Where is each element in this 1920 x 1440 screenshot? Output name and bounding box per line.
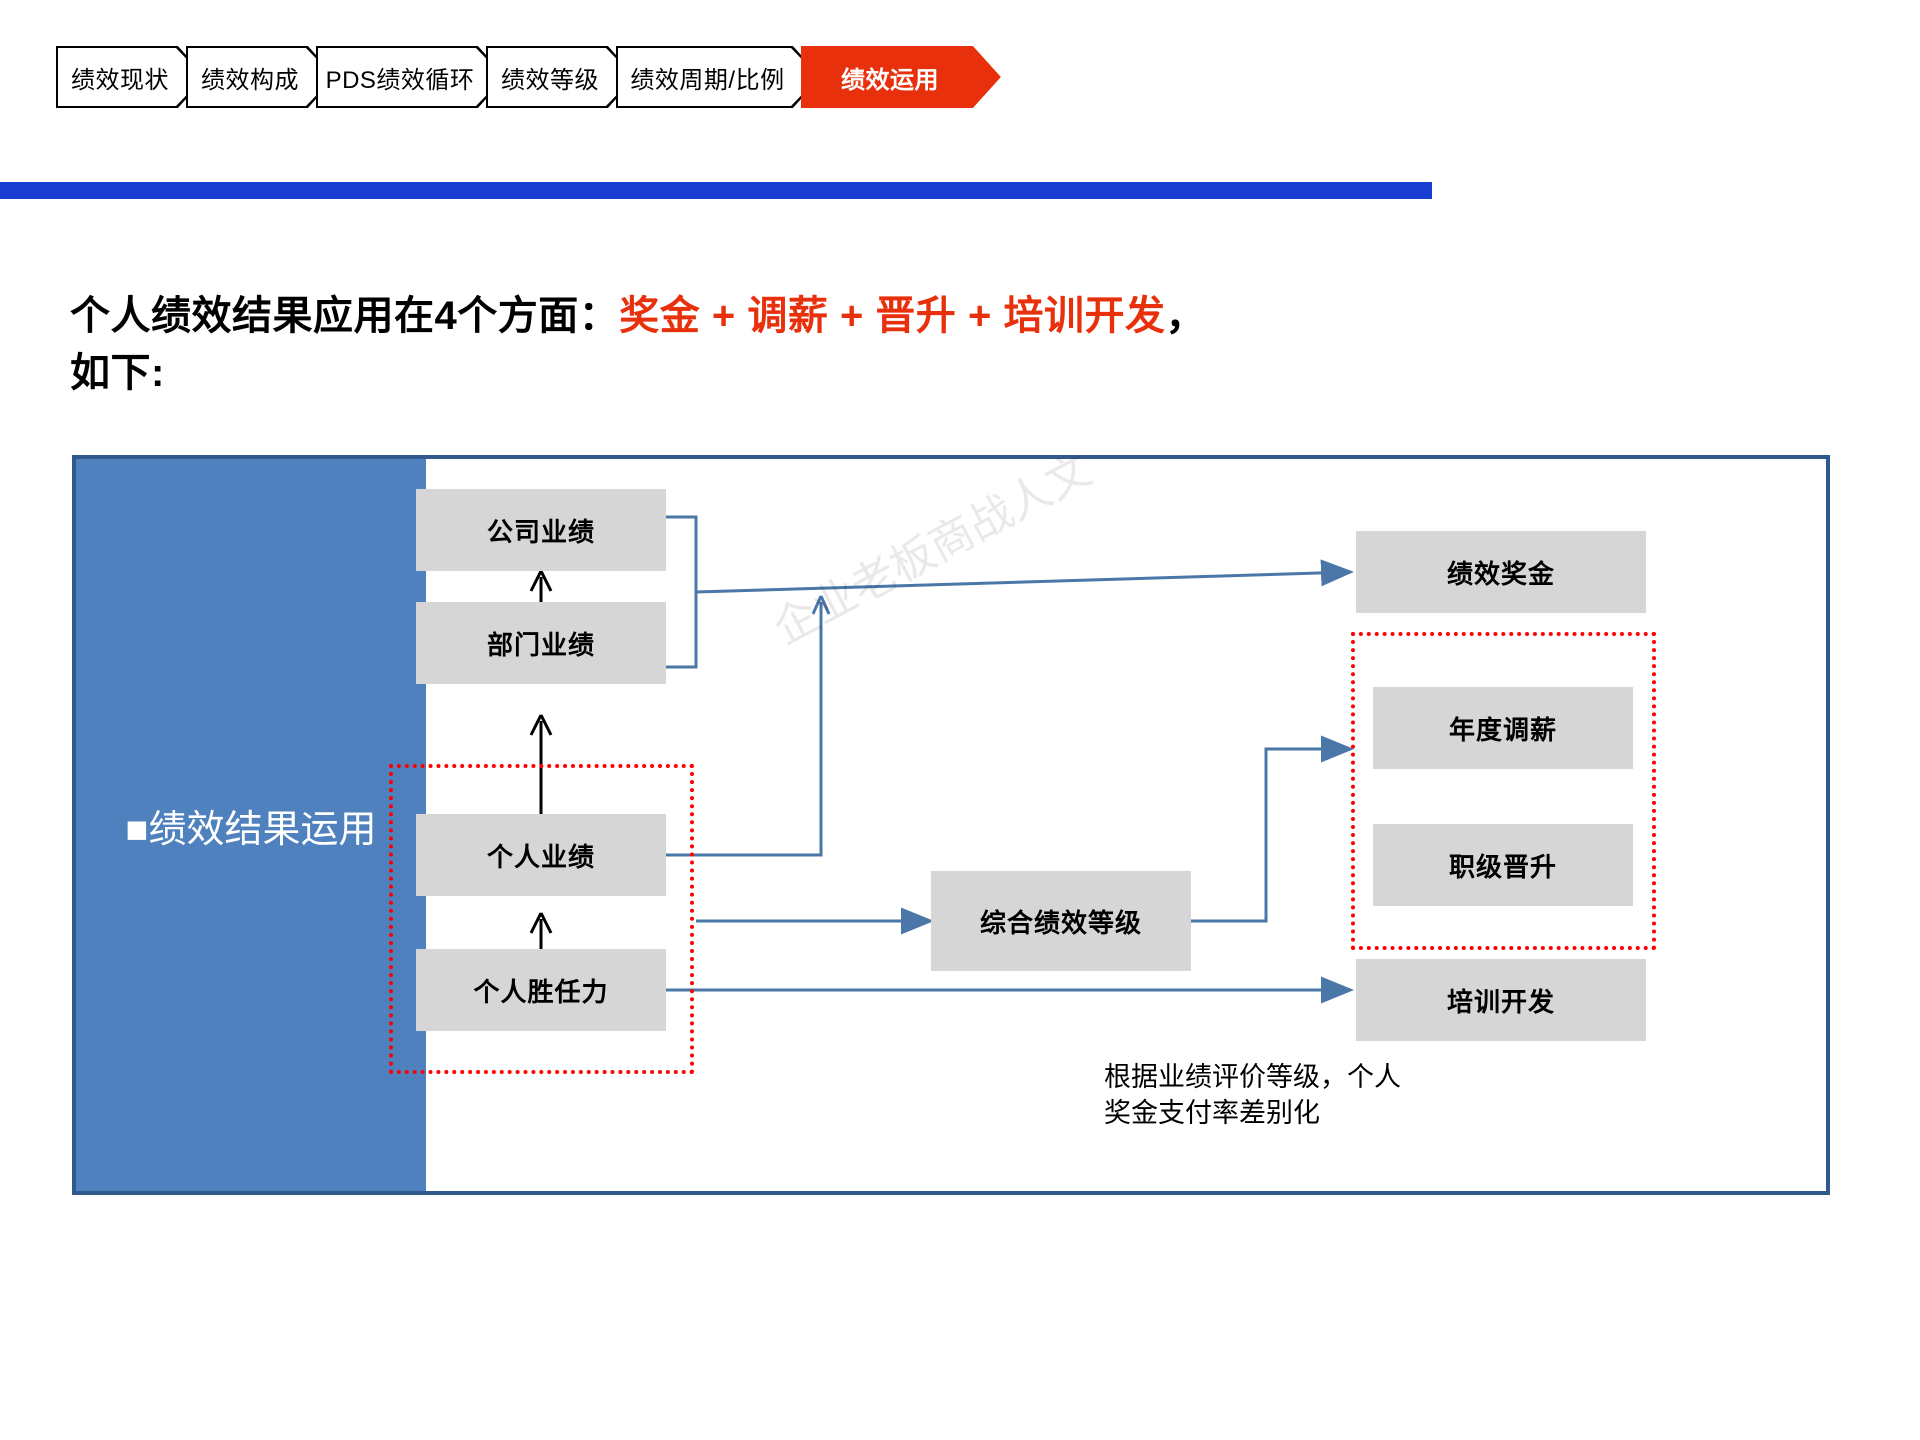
node-label: 绩效奖金 <box>1446 558 1555 589</box>
breadcrumb-item-background <box>58 48 204 106</box>
reward-group <box>1351 632 1656 950</box>
breadcrumb-item-background <box>803 48 999 106</box>
breadcrumb-item-0[interactable]: 绩效现状 <box>56 46 206 108</box>
breadcrumb-item-5[interactable]: 绩效运用 <box>801 46 1001 108</box>
headline-suffix: ， <box>1165 294 1207 338</box>
breadcrumb-item-4[interactable]: 绩效周期/比例 <box>616 46 821 108</box>
page-title: 个人绩效结果应用在4个方面：奖金 + 调薪 + 晋升 + 培训开发， 如下: <box>70 288 1670 402</box>
node-label: 年度调薪 <box>1448 714 1557 745</box>
node-training: 培训开发 <box>1356 959 1646 1041</box>
breadcrumb-item-background <box>188 48 334 106</box>
breadcrumb-item-label: 绩效等级 <box>501 66 599 94</box>
breadcrumb-item-background <box>618 48 819 106</box>
headline-prefix: 个人绩效结果应用在4个方面： <box>70 294 620 338</box>
breadcrumb-item-3[interactable]: 绩效等级 <box>486 46 636 108</box>
breadcrumb-item-background <box>318 48 504 106</box>
node-label: 公司业绩 <box>486 516 595 547</box>
node-label: 个人业绩 <box>486 841 595 872</box>
node-label: 综合绩效等级 <box>979 907 1142 938</box>
node-label: 培训开发 <box>1446 986 1555 1017</box>
node-company: 公司业绩 <box>416 489 666 571</box>
node-label: 个人胜任力 <box>473 976 609 1007</box>
breadcrumb-item-1[interactable]: 绩效构成 <box>186 46 336 108</box>
individual-group <box>389 764 694 1074</box>
node-label: 职级晋升 <box>1448 851 1557 882</box>
node-overall: 综合绩效等级 <box>931 871 1191 971</box>
headline-highlight: 奖金 + 调薪 + 晋升 + 培训开发 <box>619 294 1166 338</box>
bonus-annotation: 根据业绩评价等级，个人奖金支付率差别化 <box>1104 1062 1401 1129</box>
diagram-left-panel: ■绩效结果运用 <box>76 459 426 1191</box>
node-salary: 年度调薪 <box>1373 687 1633 769</box>
performance-application-diagram: ■绩效结果运用 根据业绩评价等级，个 <box>72 455 1830 1195</box>
breadcrumb-item-2[interactable]: PDS绩效循环 <box>316 46 506 108</box>
breadcrumb-item-label: 绩效运用 <box>841 66 939 94</box>
node-competency: 个人胜任力 <box>416 949 666 1031</box>
breadcrumb-item-background <box>488 48 634 106</box>
blue-divider-rule <box>0 182 1432 199</box>
breadcrumb-item-label: 绩效现状 <box>71 66 169 94</box>
diagram-left-panel-label: ■绩效结果运用 <box>125 808 377 851</box>
breadcrumb-item-label: 绩效周期/比例 <box>630 66 785 94</box>
node-department: 部门业绩 <box>416 602 666 684</box>
breadcrumb-item-label: PDS绩效循环 <box>325 66 475 94</box>
headline-line2: 如下: <box>70 350 165 395</box>
breadcrumb-item-label: 绩效构成 <box>201 66 299 94</box>
node-label: 部门业绩 <box>486 629 595 660</box>
node-individual: 个人业绩 <box>416 814 666 896</box>
node-promotion: 职级晋升 <box>1373 824 1633 906</box>
node-bonus: 绩效奖金 <box>1356 531 1646 613</box>
breadcrumb: 绩效现状 绩效构成 PDS绩效循环绩效等级 绩效周期/比例 绩效运用 <box>56 46 981 108</box>
